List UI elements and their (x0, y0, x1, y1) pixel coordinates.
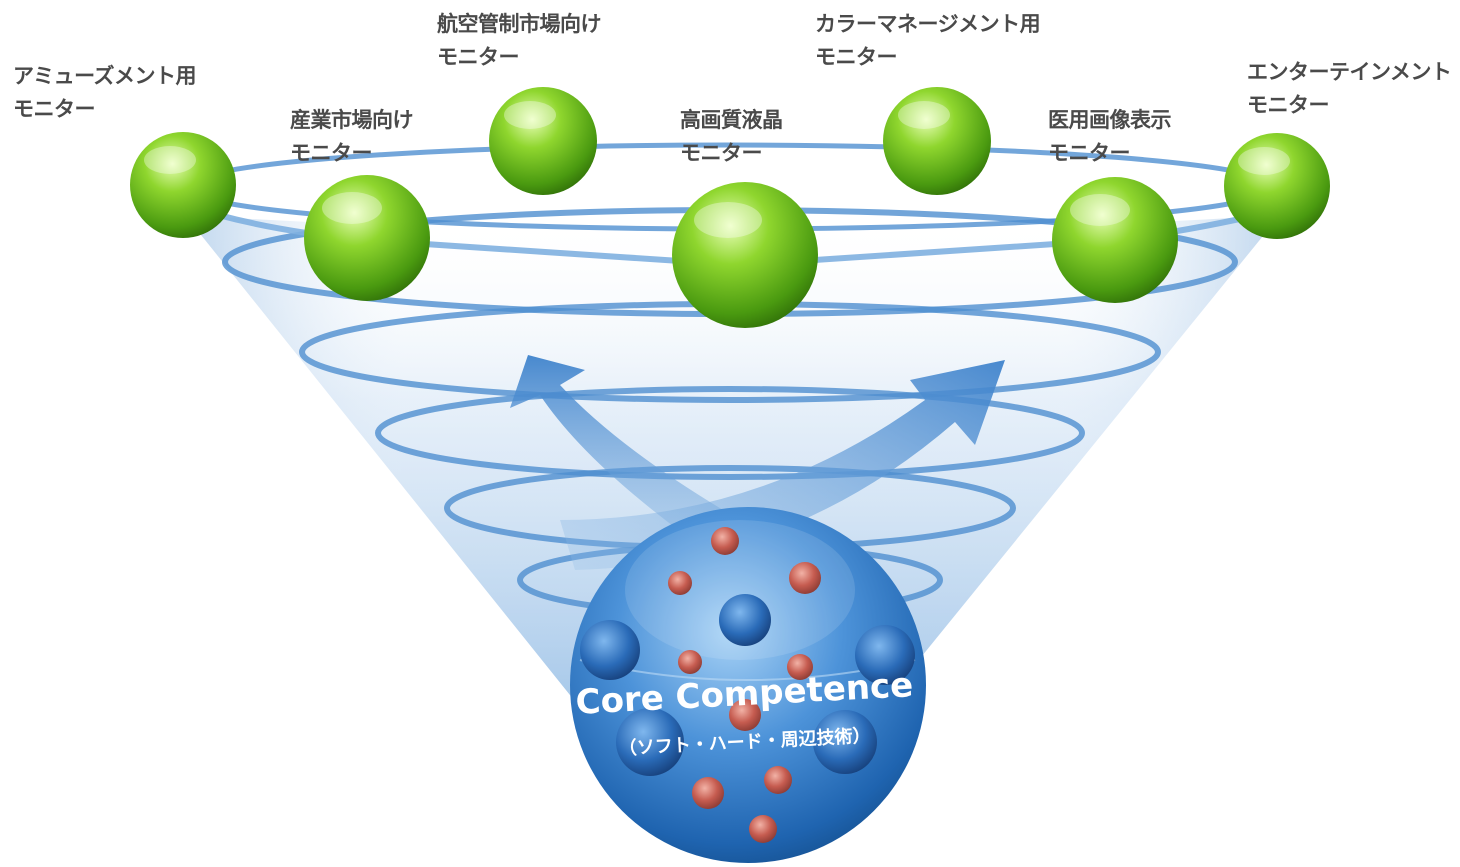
market-node-amusement (130, 132, 236, 238)
market-node-entertainment (1224, 133, 1330, 239)
market-spheres (130, 87, 1330, 328)
sphere-shine (1070, 194, 1130, 226)
market-label-line2: モニター (1048, 141, 1131, 165)
green-sphere (1052, 177, 1178, 303)
blue-node (616, 708, 684, 776)
red-node (764, 766, 792, 794)
red-node (789, 562, 821, 594)
sphere-shine (1238, 147, 1290, 175)
green-sphere (489, 87, 597, 195)
core-highlight (625, 520, 855, 660)
sphere-shine (898, 101, 950, 129)
spiral-ring-4 (375, 386, 1085, 480)
sphere-shine (144, 146, 196, 174)
market-label-line2: モニター (1247, 93, 1330, 117)
red-node (749, 815, 777, 843)
market-label-line2: モニター (13, 97, 96, 121)
market-label-medical: 医用画像表示 モニター (1048, 104, 1172, 170)
market-label-industrial: 産業市場向け モニター (290, 104, 414, 170)
red-node (668, 571, 692, 595)
sphere-shine (694, 202, 762, 238)
market-label-entertainment: エンターテインメント モニター (1247, 56, 1452, 122)
blue-node (855, 625, 915, 685)
green-sphere (130, 132, 236, 238)
market-label-line1: 産業市場向け (290, 108, 414, 132)
arrow-right (560, 360, 1005, 570)
sphere-shine (504, 101, 556, 129)
market-label-color-management: カラーマネージメント用 モニター (815, 8, 1041, 74)
market-label-line1: 航空管制市場向け (437, 12, 602, 36)
market-label-line2: モニター (815, 45, 898, 69)
market-label-line2: モニター (680, 141, 762, 165)
green-sphere (304, 175, 430, 301)
market-label-atc: 航空管制市場向け モニター (437, 8, 602, 74)
market-label-line1: 高画質液晶 (680, 108, 783, 132)
market-label-high-quality-lcd: 高画質液晶 モニター (680, 104, 783, 170)
green-sphere (672, 182, 818, 328)
market-node-high-quality-lcd (672, 182, 818, 328)
market-label-line1: 医用画像表示 (1048, 108, 1172, 132)
green-sphere (1224, 133, 1330, 239)
core-competence-sphere: Core Competence （ソフト・ハード・周辺技術） (570, 507, 926, 863)
red-node (729, 699, 761, 731)
market-node-color-management (883, 87, 991, 195)
sphere-shine (322, 192, 382, 224)
blue-node (813, 710, 877, 774)
blue-node (719, 594, 771, 646)
red-node (678, 650, 702, 674)
market-label-amusement: アミューズメント用 モニター (13, 60, 197, 126)
red-node (787, 654, 813, 680)
green-sphere (883, 87, 991, 195)
market-node-medical (1052, 177, 1178, 303)
market-label-line1: エンターテインメント (1247, 60, 1452, 84)
red-node (692, 777, 724, 809)
market-label-line2: モニター (290, 141, 373, 165)
market-label-line2: モニター (437, 45, 520, 69)
growth-arrows (510, 355, 1005, 570)
blue-node (580, 620, 640, 680)
market-label-line1: カラーマネージメント用 (815, 12, 1041, 36)
red-node (711, 527, 739, 555)
market-label-line1: アミューズメント用 (13, 64, 197, 88)
market-node-industrial (304, 175, 430, 301)
market-node-atc (489, 87, 597, 195)
